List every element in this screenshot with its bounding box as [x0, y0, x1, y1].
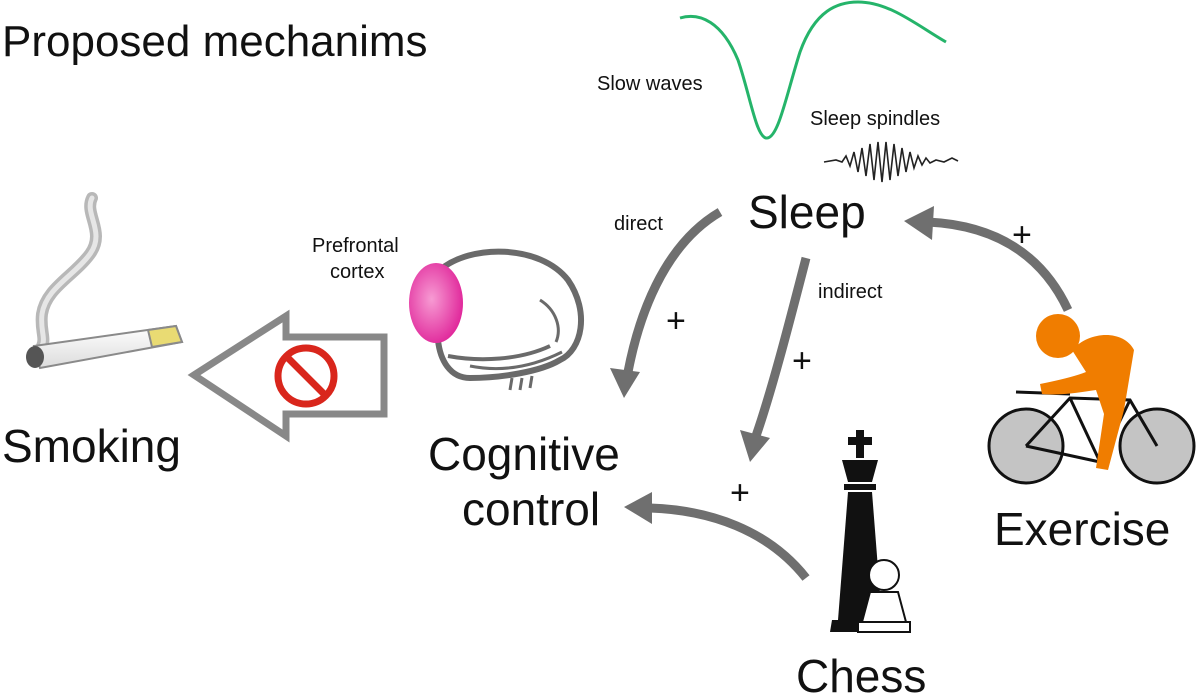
- chess-pieces-icon: [830, 430, 911, 633]
- plus-sign-indirect: +: [792, 342, 812, 380]
- arrow-sleep-direct: [610, 208, 723, 398]
- cognitive-control-label-line2: control: [462, 483, 600, 535]
- inhibition-arrow: [187, 309, 388, 443]
- slow-waves-label: Slow waves: [597, 73, 703, 95]
- slow-wave-curve: [679, 0, 947, 140]
- prohibition-icon: [274, 344, 338, 408]
- direct-label: direct: [614, 213, 663, 235]
- page-title: Proposed mechanims: [2, 17, 428, 66]
- plus-sign-exercise: +: [1012, 216, 1032, 254]
- cyclist-icon: [987, 314, 1196, 485]
- plus-sign-chess: +: [730, 474, 750, 512]
- sleep-label: Sleep: [748, 186, 866, 238]
- plus-sign-direct: +: [666, 302, 686, 340]
- indirect-label: indirect: [818, 281, 883, 303]
- cigarette-icon: [26, 192, 184, 370]
- exercise-label: Exercise: [994, 503, 1170, 555]
- prefrontal-cortex-region: [409, 263, 463, 343]
- sleep-spindle-trace: [823, 141, 959, 183]
- arrow-sleep-indirect: [740, 256, 811, 462]
- chess-label: Chess: [796, 650, 926, 695]
- prefrontal-cortex-label-line1: Prefrontal: [312, 235, 399, 257]
- cognitive-control-label-line1: Cognitive: [428, 428, 620, 480]
- arrow-exercise-to-sleep: [904, 206, 1073, 312]
- sleep-spindles-label: Sleep spindles: [810, 108, 940, 130]
- arrow-chess-to-cognitive: [624, 492, 810, 581]
- prefrontal-cortex-label-line2: cortex: [330, 261, 384, 283]
- brain-icon: [435, 248, 584, 391]
- smoking-label: Smoking: [2, 420, 181, 472]
